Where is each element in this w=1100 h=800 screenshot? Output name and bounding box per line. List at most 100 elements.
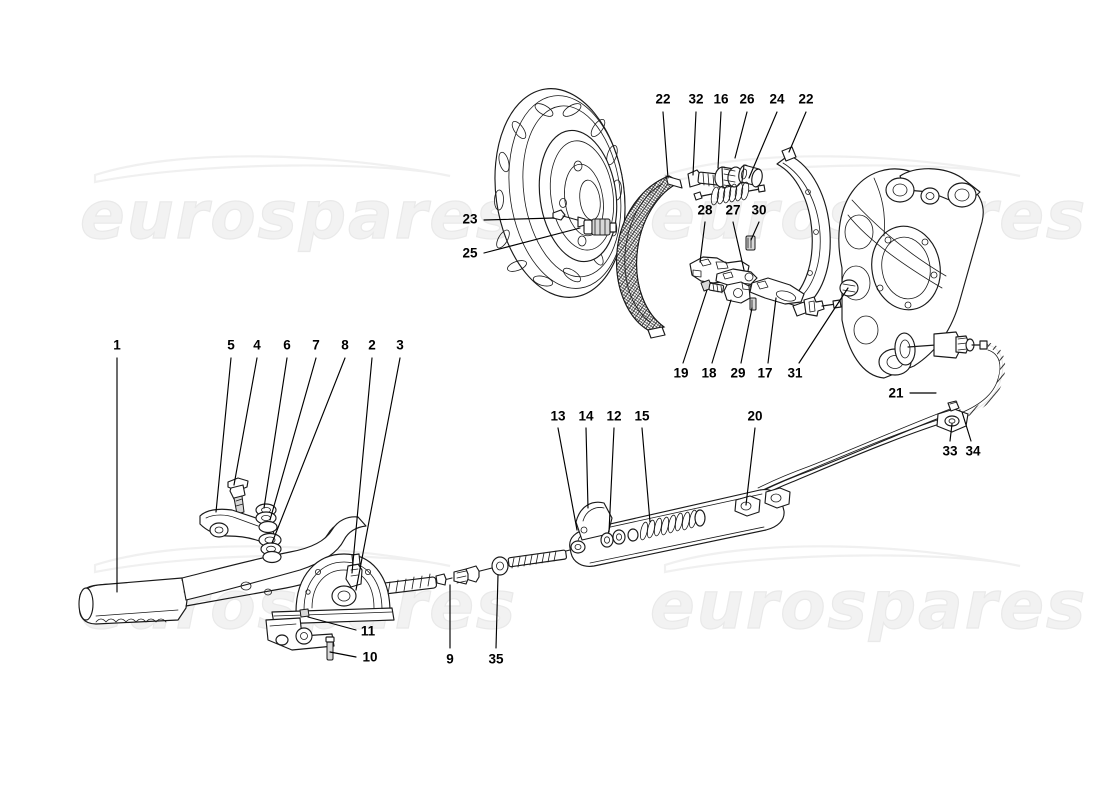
callout-7: 7 — [269, 338, 320, 521]
watermark-top-left: eurospares — [79, 155, 517, 255]
callout-32: 32 — [688, 92, 704, 176]
callout-number: 35 — [488, 652, 504, 667]
callout-number: 20 — [747, 409, 762, 424]
callout-leader-line — [269, 357, 317, 521]
callout-number: 30 — [751, 203, 766, 218]
callout-number: 6 — [283, 338, 291, 353]
callout-27: 27 — [725, 203, 745, 271]
callout-15: 15 — [634, 409, 651, 523]
callout-31: 31 — [787, 287, 849, 381]
bracket-18 — [723, 281, 752, 304]
callout-number: 17 — [757, 366, 772, 381]
callout-leader-line — [355, 357, 401, 591]
callout-14: 14 — [578, 409, 594, 509]
callout-number: 21 — [888, 386, 904, 401]
operating-lever-17 — [749, 277, 805, 305]
callout-leader-line — [483, 227, 581, 254]
bolt-10 — [325, 636, 335, 661]
callout-leader-line — [307, 616, 357, 631]
callout-17: 17 — [757, 297, 777, 381]
callout-leader-line — [557, 427, 578, 531]
watermark-text: eurospares — [80, 177, 517, 254]
callout-leader-line — [740, 307, 753, 364]
return-spring-15 — [639, 509, 706, 541]
callout-5: 5 — [215, 338, 235, 513]
callout-4: 4 — [233, 338, 261, 486]
pin-29 — [749, 297, 757, 311]
callout-25: 25 — [462, 227, 581, 261]
callout-2: 2 — [351, 338, 376, 574]
callout-number: 29 — [730, 366, 745, 381]
callout-number: 4 — [253, 338, 261, 353]
callout-number: 19 — [673, 366, 688, 381]
watermark-bottom-right: eurospares — [649, 545, 1087, 645]
callout-number: 1 — [113, 338, 121, 353]
callout-leader-line — [798, 287, 849, 364]
callout-number: 22 — [798, 92, 813, 107]
callout-34: 34 — [961, 411, 981, 459]
callout-number: 22 — [655, 92, 670, 107]
callout-number: 28 — [697, 203, 713, 218]
callout-9: 9 — [446, 584, 454, 667]
callout-number: 16 — [713, 92, 729, 107]
callout-12: 12 — [606, 409, 622, 533]
callout-number: 33 — [942, 444, 958, 459]
callout-leader-line — [734, 111, 748, 159]
callout-number: 34 — [965, 444, 981, 459]
callout-number: 32 — [688, 92, 703, 107]
callout-leader-line — [682, 289, 708, 364]
callout-leader-line — [495, 574, 499, 649]
nuts-12 — [600, 528, 639, 548]
callout-number: 7 — [312, 338, 320, 353]
callout-leader-line — [692, 111, 697, 176]
callout-21: 21 — [888, 386, 937, 401]
watermark-text: eurospares — [650, 567, 1087, 644]
callout-leader-line — [662, 111, 669, 179]
callout-leader-line — [732, 221, 745, 271]
callout-leader-line — [641, 427, 651, 523]
callout-26: 26 — [734, 92, 755, 159]
switch-4 — [227, 477, 249, 515]
callout-13: 13 — [550, 409, 578, 531]
callout-28: 28 — [697, 203, 713, 263]
callout-leader-line — [750, 221, 760, 241]
brake-shoe-front-22 — [616, 175, 683, 339]
callout-number: 2 — [368, 338, 376, 353]
callout-18: 18 — [701, 299, 732, 381]
callout-number: 24 — [769, 92, 785, 107]
callout-number: 5 — [227, 338, 235, 353]
callout-8: 8 — [271, 338, 349, 544]
callout-number: 27 — [725, 203, 740, 218]
callout-20: 20 — [745, 409, 763, 506]
callout-number: 26 — [739, 92, 755, 107]
callout-6: 6 — [263, 338, 291, 509]
callout-number: 25 — [462, 246, 478, 261]
callout-leader-line — [263, 357, 288, 509]
callout-leader-line — [748, 111, 778, 179]
callout-number: 8 — [341, 338, 349, 353]
callout-leader-line — [711, 299, 732, 364]
brake-shoe-rear-22 — [776, 146, 831, 317]
adjuster-spring-24 — [693, 181, 766, 206]
callout-leader-line — [483, 217, 555, 221]
bolt-11 — [299, 608, 310, 618]
callout-leader-line — [745, 427, 756, 506]
callout-33: 33 — [942, 423, 958, 459]
callout-leader-line — [788, 111, 807, 153]
callout-1: 1 — [113, 338, 121, 593]
callout-leader-line — [329, 651, 357, 658]
callout-number: 31 — [787, 366, 803, 381]
callout-leader-line — [271, 357, 346, 544]
cable-adjuster-21 — [894, 331, 988, 366]
callout-number: 13 — [550, 409, 566, 424]
callout-10: 10 — [329, 650, 378, 665]
callout-leader-line — [699, 221, 706, 263]
handbrake-lever — [78, 516, 367, 625]
callout-29: 29 — [730, 307, 753, 381]
callout-leader-line — [585, 427, 589, 509]
callout-30: 30 — [750, 203, 767, 241]
callout-3: 3 — [355, 338, 404, 591]
